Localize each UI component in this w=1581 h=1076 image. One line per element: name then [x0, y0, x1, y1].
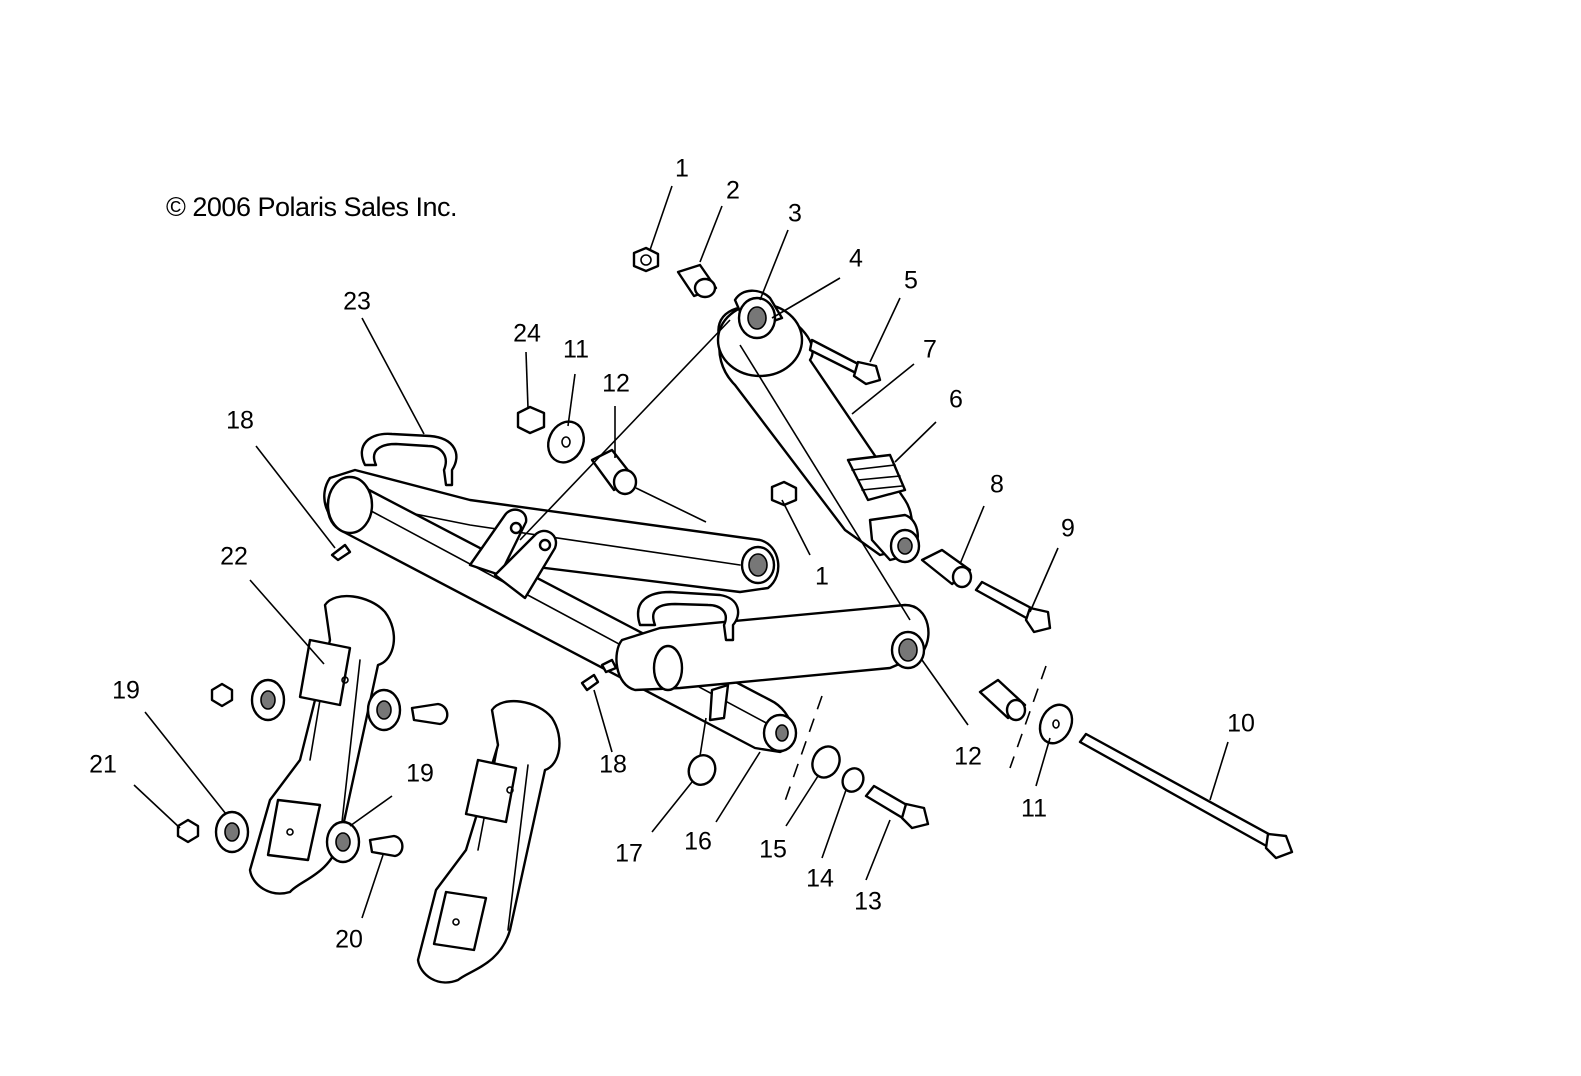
callout-6: 6 — [949, 385, 963, 414]
callout-8: 8 — [990, 470, 1004, 499]
callout-20: 20 — [335, 925, 363, 954]
copyright-notice: © 2006 Polaris Sales Inc. — [166, 192, 458, 222]
callout-12: 12 — [602, 369, 630, 398]
callout-18: 18 — [226, 406, 254, 435]
leader-lines — [133, 185, 1229, 919]
callout-10: 10 — [1227, 709, 1255, 738]
callout-3: 3 — [788, 199, 802, 228]
callout-7: 7 — [923, 335, 937, 364]
callout-19-lower: 19 — [406, 759, 434, 788]
callout-9: 9 — [1061, 514, 1075, 543]
callout-16: 16 — [684, 827, 712, 856]
callout-4: 4 — [849, 244, 863, 273]
callout-1: 1 — [675, 154, 689, 183]
callout-24: 24 — [513, 319, 541, 348]
callout-2: 2 — [726, 176, 740, 205]
callout-1-lower: 1 — [815, 562, 829, 591]
torque-arm-assembly — [323, 432, 930, 754]
callout-15: 15 — [759, 835, 787, 864]
callout-17: 17 — [615, 839, 643, 868]
callout-14: 14 — [806, 864, 834, 893]
callout-12-lower: 12 — [954, 742, 982, 771]
callout-19: 19 — [112, 676, 140, 705]
callout-11: 11 — [563, 335, 589, 364]
callout-5: 5 — [904, 266, 918, 295]
callout-23: 23 — [343, 287, 371, 316]
callout-13: 13 — [854, 887, 882, 916]
callout-11-lower: 11 — [1021, 794, 1047, 823]
callout-21: 21 — [89, 750, 117, 779]
shock-absorber — [716, 289, 921, 564]
link-assembly — [176, 594, 561, 984]
hardware-parts — [330, 246, 1294, 860]
callout-22: 22 — [220, 542, 248, 571]
callout-18-lower: 18 — [599, 750, 627, 779]
